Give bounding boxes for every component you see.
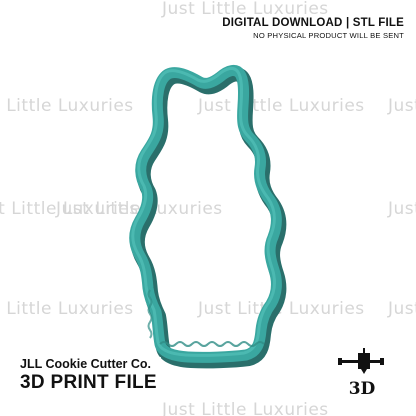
- printer-3d-label: 3D: [349, 379, 376, 399]
- footer-title: 3D PRINT FILE: [20, 372, 157, 393]
- cutter-base-texture-left: [147, 289, 153, 339]
- gantry-end-left: [338, 358, 342, 365]
- cutter-base-texture: [159, 341, 265, 347]
- footer: JLL Cookie Cutter Co. 3D PRINT FILE: [20, 357, 161, 394]
- company-name: JLL Cookie Cutter Co.: [20, 357, 152, 371]
- gantry-end-right: [380, 358, 384, 365]
- nozzle: [361, 369, 367, 374]
- header-title: DIGITAL DOWNLOAD | STL FILE: [222, 17, 404, 29]
- print-head: [358, 353, 370, 369]
- cutter-highlight-path: [131, 66, 276, 357]
- header-subtitle: NO PHYSICAL PRODUCT WILL BE SENT: [253, 31, 404, 40]
- 3d-printer-icon: 3D: [338, 348, 384, 399]
- header: DIGITAL DOWNLOAD | STL FILE NO PHYSICAL …: [220, 15, 406, 42]
